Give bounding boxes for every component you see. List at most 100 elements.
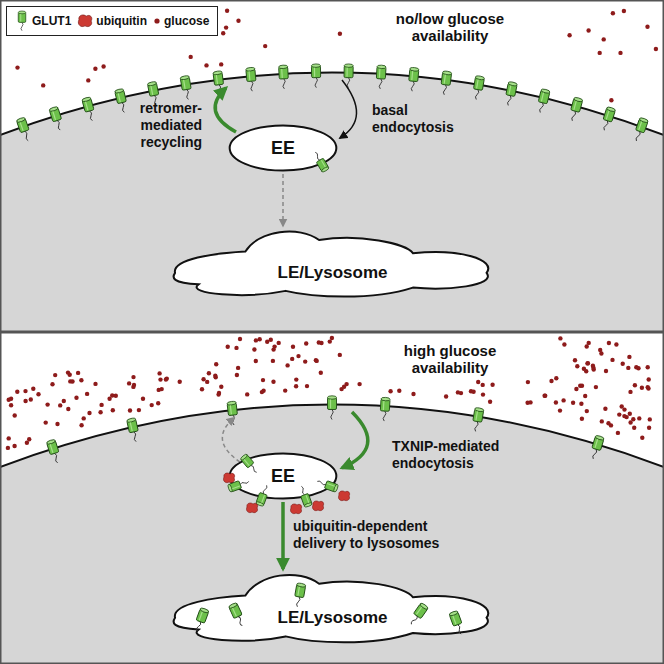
glucose-dot <box>634 365 638 369</box>
glucose-dot <box>99 403 103 407</box>
glut1-icon <box>311 64 320 88</box>
glucose-dot <box>296 354 300 358</box>
glucose-dot <box>388 389 392 393</box>
glucose-dot <box>602 37 606 41</box>
endocytosis-arrow <box>340 80 357 138</box>
glut1-icon <box>568 97 583 122</box>
glucose-dot <box>317 340 321 344</box>
glucose-dot <box>111 408 115 412</box>
glut1-icon <box>449 610 466 635</box>
glucose-dot <box>303 359 307 363</box>
glucose-dot <box>29 397 33 401</box>
glucose-dot <box>542 394 546 398</box>
glucose-dot <box>93 67 97 71</box>
glucose-dot <box>258 337 262 341</box>
glucose-dot <box>609 98 613 102</box>
glut1-icon <box>408 67 419 91</box>
legend-item: ubiquitin <box>77 13 147 29</box>
glucose-dot <box>9 397 13 401</box>
glut1-icon <box>256 484 271 507</box>
glucose-dot <box>205 380 209 384</box>
glucose-dot <box>283 388 287 392</box>
lysosome-outline <box>165 565 500 650</box>
glucose-dot <box>41 83 45 87</box>
glucose-dot <box>476 380 480 384</box>
glucose-dot <box>131 375 135 379</box>
glucose-dot <box>314 358 318 362</box>
glucose-dot <box>45 402 49 406</box>
glucose-dot <box>600 419 604 423</box>
glucose-dot <box>411 392 415 396</box>
glucose-dot <box>339 387 343 391</box>
glut1-icon <box>328 396 337 420</box>
glucose-dot <box>178 380 182 384</box>
glucose-dot <box>603 407 607 411</box>
glucose-dot <box>15 390 19 394</box>
glucose-dot <box>217 391 221 395</box>
glucose-dot <box>645 25 649 29</box>
glucose-dot <box>611 11 615 15</box>
compartment-label: EE <box>271 138 295 159</box>
glucose-dot <box>55 422 59 426</box>
legend-swatch <box>15 9 29 33</box>
compartment-label: LE/Lysosome <box>278 608 388 628</box>
glut1-icon <box>227 401 239 426</box>
transport-arrow <box>282 174 284 226</box>
glucose-dot <box>127 381 131 385</box>
glucose-dot <box>592 367 596 371</box>
glucose-dot <box>471 390 475 394</box>
glucose-dot <box>263 44 267 48</box>
glucose-dot <box>93 382 97 386</box>
condition-label: no/low glucose availability <box>365 10 535 44</box>
glucose-dot <box>36 392 40 396</box>
glucose-dot <box>265 340 269 344</box>
glut1-icon <box>114 88 128 113</box>
glucose-dot <box>586 361 590 365</box>
glucose-dot <box>525 401 529 405</box>
endocytosis-arrow <box>342 412 368 468</box>
glucose-dot <box>25 441 29 445</box>
glut1-icon <box>440 71 452 96</box>
glucose-dot <box>234 346 238 350</box>
glucose-dot <box>9 403 13 407</box>
glucose-dot <box>558 408 562 412</box>
glucose-dot <box>636 366 640 370</box>
glucose-dot <box>225 9 229 13</box>
glucose-dot <box>271 347 275 351</box>
glucose-dot <box>6 446 10 450</box>
recycling-arrow <box>222 418 240 462</box>
glucose-dot <box>583 394 587 398</box>
glucose-dot <box>114 394 118 398</box>
glucose-dot <box>245 392 249 396</box>
glucose-dot <box>101 64 105 68</box>
glucose-dot <box>616 431 620 435</box>
glucose-dot <box>235 373 239 377</box>
glucose-dot <box>260 390 264 394</box>
glucose-dot <box>207 371 211 375</box>
glucose-dot <box>141 397 145 401</box>
glucose-dot <box>79 423 83 427</box>
legend-text: glucose <box>164 14 209 28</box>
glucose-dot <box>294 377 298 381</box>
glut1-icon <box>293 583 306 608</box>
glucose-dot <box>469 389 473 393</box>
legend-text: GLUT1 <box>32 14 71 28</box>
glucose-dot <box>543 394 547 398</box>
glut1-icon <box>180 75 193 100</box>
condition-label: high glucose availability <box>365 342 535 376</box>
glucose-dot <box>157 371 161 375</box>
glucose-dot <box>50 382 54 386</box>
glut1-icon <box>536 88 550 113</box>
glucose-dot <box>157 388 161 392</box>
glucose-dot <box>575 364 579 368</box>
glucose-dot <box>640 386 644 390</box>
glucose-dot <box>578 384 582 388</box>
glut1-icon <box>471 407 484 432</box>
glucose-dot <box>582 367 586 371</box>
lysosome: LE/Lysosome <box>165 565 500 650</box>
glucose-dot <box>528 400 532 404</box>
glucose-dot <box>214 375 218 379</box>
glucose-dot <box>294 384 298 388</box>
